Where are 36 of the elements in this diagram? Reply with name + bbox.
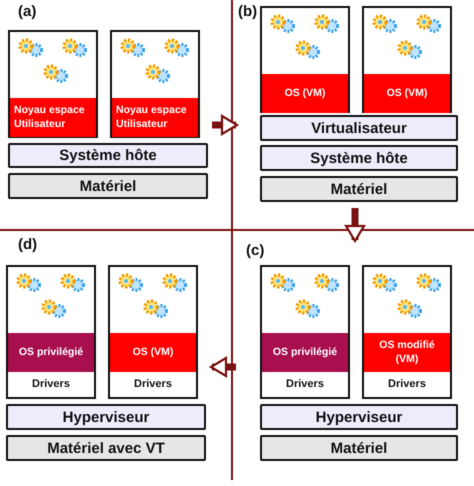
layer-box: Hyperviseur — [6, 404, 206, 430]
layer-box: Système hôte — [260, 145, 458, 171]
panel-label: (a) — [18, 3, 36, 20]
virtual-machine-box — [260, 265, 350, 399]
transition-arrow — [212, 114, 238, 136]
virtual-machine-box — [362, 6, 452, 113]
virtual-machine-box — [6, 265, 96, 399]
os-layer-band: Noyau espace Utilisateur — [10, 98, 96, 137]
drivers-label: Drivers — [31, 378, 71, 390]
virtual-machine-box — [260, 6, 350, 113]
layer-box: Hyperviseur — [260, 404, 458, 430]
os-layer-band: OS modifié (VM) — [364, 333, 450, 372]
virtual-machine-box — [110, 30, 200, 138]
os-layer-band: OS (VM) — [364, 74, 450, 113]
layer-box: Virtualisateur — [260, 115, 458, 141]
panel-label: (c) — [246, 242, 264, 259]
layer-box: Système hôte — [8, 143, 208, 168]
panel-label: (b) — [238, 3, 258, 20]
panel-label: (d) — [18, 236, 38, 253]
transition-arrow — [344, 208, 366, 242]
os-layer-band: OS (VM) — [262, 74, 348, 113]
os-layer-band: OS privilégié — [8, 333, 94, 372]
transition-arrow — [210, 356, 236, 378]
virtual-machine-box — [8, 30, 98, 138]
virtual-machine-box — [362, 265, 452, 399]
os-layer-band: OS (VM) — [110, 333, 196, 372]
drivers-label: Drivers — [387, 378, 427, 390]
layer-box: Matériel — [260, 176, 458, 202]
layer-box: Matériel avec VT — [6, 435, 206, 461]
virtual-machine-box — [108, 265, 198, 399]
layer-box: Matériel — [8, 173, 208, 199]
os-layer-band: OS privilégié — [262, 333, 348, 372]
os-layer-band: Noyau espace Utilisateur — [112, 98, 198, 137]
drivers-label: Drivers — [133, 378, 173, 390]
layer-box: Matériel — [260, 435, 458, 461]
drivers-label: Drivers — [285, 378, 325, 390]
